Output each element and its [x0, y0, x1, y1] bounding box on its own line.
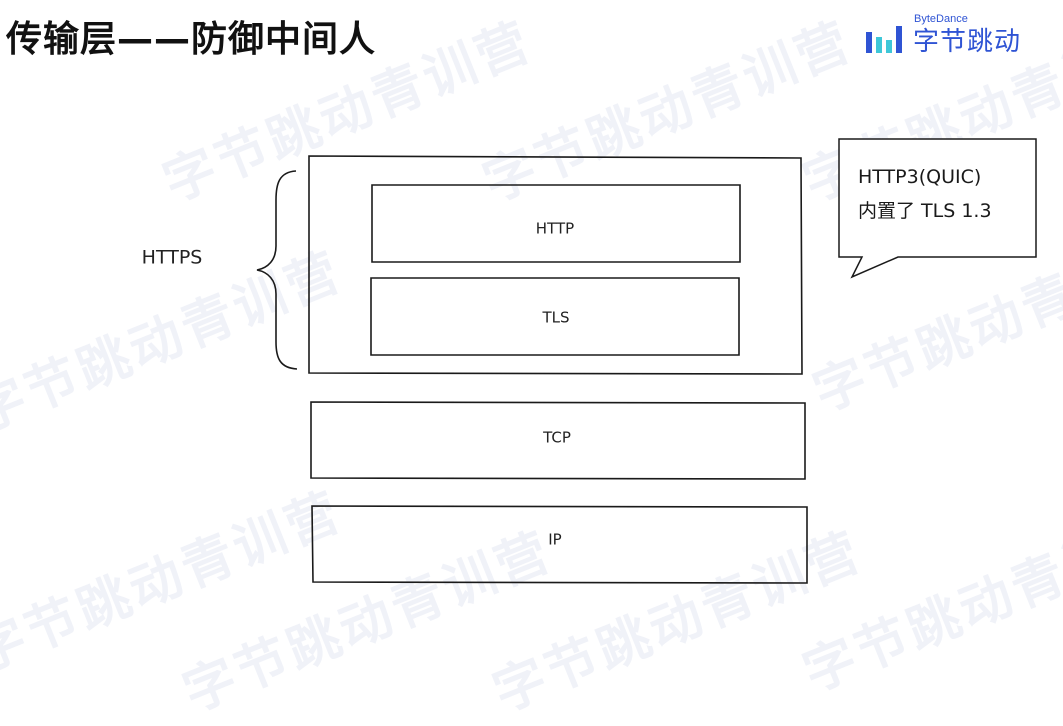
brand-subtitle: ByteDance [914, 13, 968, 25]
https-brace [256, 170, 298, 370]
layer-box-tls [370, 277, 740, 356]
callout-bubble [838, 138, 1037, 279]
layer-label-tcp: TCP [542, 429, 571, 447]
layer-label-tls: TLS [541, 309, 569, 327]
brand: ByteDance 字节跳动 [865, 13, 1043, 61]
callout-line-2: 内置了 TLS 1.3 [858, 200, 992, 222]
layer-box-tcp [310, 401, 806, 480]
layer-box-ip [311, 505, 808, 584]
bytedance-logo-icon [866, 26, 902, 53]
callout-line-1: HTTP3(QUIC) [858, 166, 982, 188]
layer-label-ip: IP [548, 531, 561, 549]
https-container [308, 155, 803, 375]
callout-text: HTTP3(QUIC) 内置了 TLS 1.3 [838, 140, 1036, 256]
layer-box-http [371, 184, 741, 263]
https-label: HTTPS [142, 247, 203, 269]
page-title: 传输层——防御中间人 [6, 19, 377, 60]
layer-label-http: HTTP [536, 220, 574, 238]
protocol-stack-diagram: HTTP TLS TCP IP HTTPS [142, 138, 1037, 584]
brand-name: 字节跳动 [913, 27, 1022, 57]
